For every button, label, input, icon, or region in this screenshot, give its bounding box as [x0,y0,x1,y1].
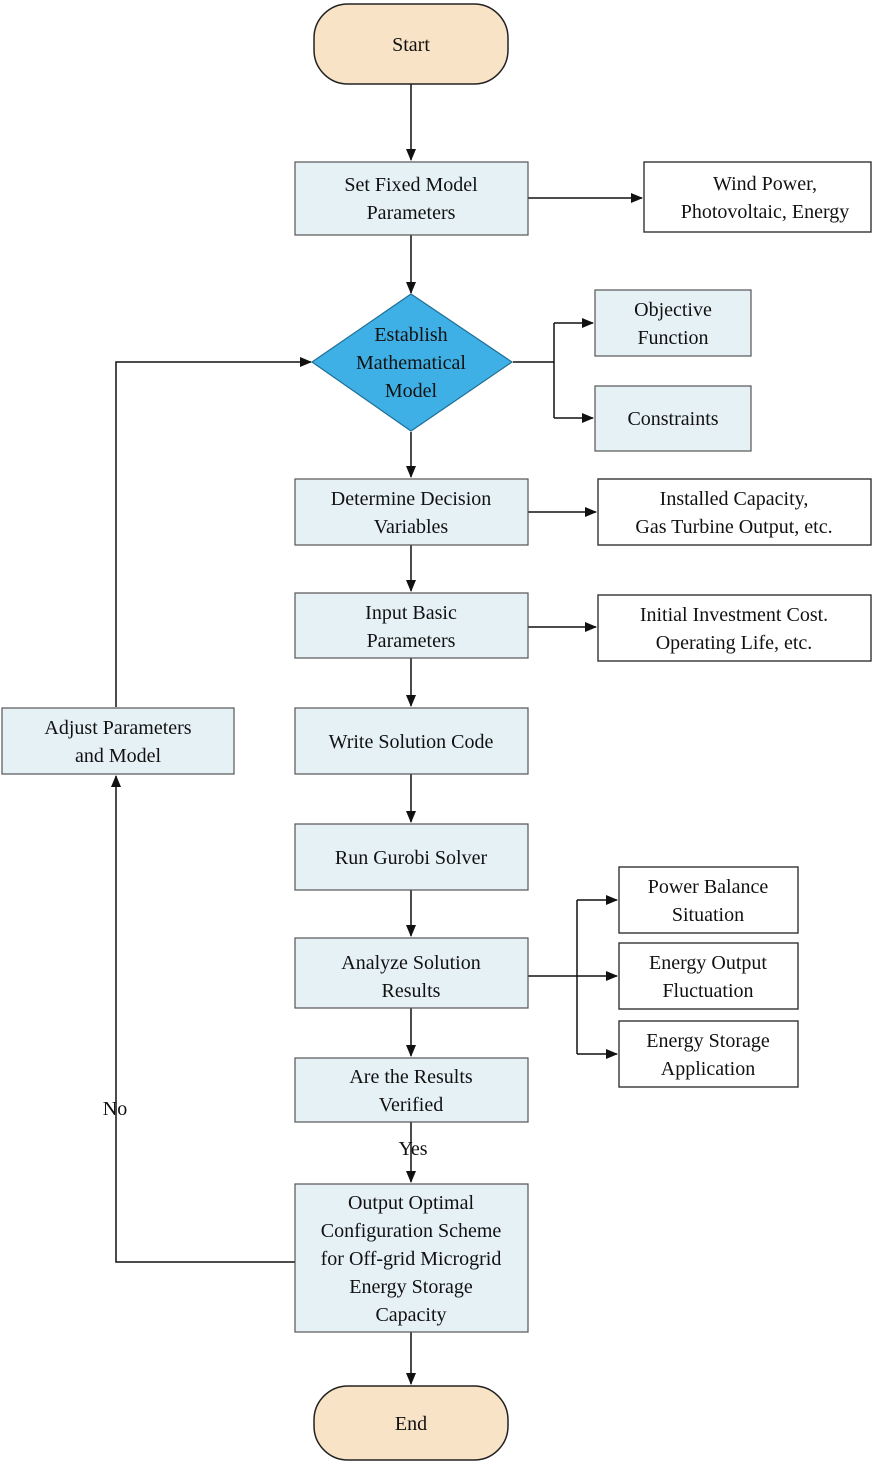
installed-capacity-label: Installed Capacity, Gas Turbine Output, e… [635,488,832,538]
write-solution-code-box: Write Solution Code [294,707,529,775]
label-line: and Model [75,745,162,767]
wind-power-label: Wind Power, Photovoltaic, Energy [681,173,850,223]
end-node: End [313,1385,509,1461]
connectors [111,84,643,1385]
label-line: End [395,1413,427,1435]
label-line: Wind Power, [713,173,817,195]
label-line: Input Basic [365,602,457,624]
adjust-parameters-box: Adjust Parameters and Model [1,707,235,775]
label-line: Power Balance [648,876,769,898]
write-solution-code-label: Write Solution Code [329,731,494,753]
label-line: Are the Results [349,1066,473,1088]
start-label: Start [392,34,430,56]
wind-power-box: Wind Power, Photovoltaic, Energy [643,161,872,233]
label-line: Installed Capacity, [660,488,809,510]
label-line: Variables [374,516,449,538]
investment-cost-label: Initial Investment Cost. Operating Life, … [640,604,828,654]
label-line: Constraints [627,408,718,430]
label-line: Situation [672,904,744,926]
label-line: Operating Life, etc. [656,632,813,654]
run-gurobi-solver-label: Run Gurobi Solver [335,847,488,869]
label-line: Photovoltaic, Energy [681,201,850,223]
label-line: Parameters [367,630,456,652]
yes-label: Yes [398,1138,427,1160]
investment-cost-box: Initial Investment Cost. Operating Life, … [597,594,872,662]
label-line: Determine Decision [331,488,492,510]
label-line: Write Solution Code [329,731,494,753]
label-line: Capacity [375,1304,446,1326]
label-line: Configuration Scheme [321,1220,502,1242]
label-line: Establish [374,324,447,346]
label-line: Verified [379,1094,443,1116]
edge-no-to-adjust [111,775,295,1263]
label-line: Adjust Parameters [44,717,191,739]
label-line: Results [382,980,441,1002]
label-line: Energy Storage [349,1276,473,1298]
label-line: Start [392,34,430,56]
edge-adjust-to-establish [115,357,312,707]
label-line: Fluctuation [662,980,753,1002]
label-line: Initial Investment Cost. [640,604,828,626]
label-line: Application [661,1058,755,1080]
adjust-parameters-label: Adjust Parameters and Model [44,717,191,767]
label-line: Energy Output [649,952,767,974]
label-line: Set Fixed Model [344,174,478,196]
constraints-box: Constraints [594,385,752,452]
label-line: Model [385,380,438,402]
end-label: End [395,1413,427,1435]
installed-capacity-box: Installed Capacity, Gas Turbine Output, e… [597,478,872,546]
run-gurobi-solver-box: Run Gurobi Solver [294,823,529,891]
label-line: Gas Turbine Output, etc. [635,516,832,538]
label-line: Output Optimal [348,1192,475,1214]
label-line: for Off-grid Microgrid [321,1248,502,1270]
no-label: No [103,1098,127,1120]
label-line: Objective [634,299,712,321]
label-line: Mathematical [356,352,466,374]
constraints-label: Constraints [627,408,718,430]
label-line: Parameters [367,202,456,224]
label-line: Run Gurobi Solver [335,847,488,869]
label-line: Function [637,327,708,349]
label-line: Energy Storage [646,1030,770,1052]
label-line: Analyze Solution [341,952,480,974]
start-node: Start [313,3,509,85]
